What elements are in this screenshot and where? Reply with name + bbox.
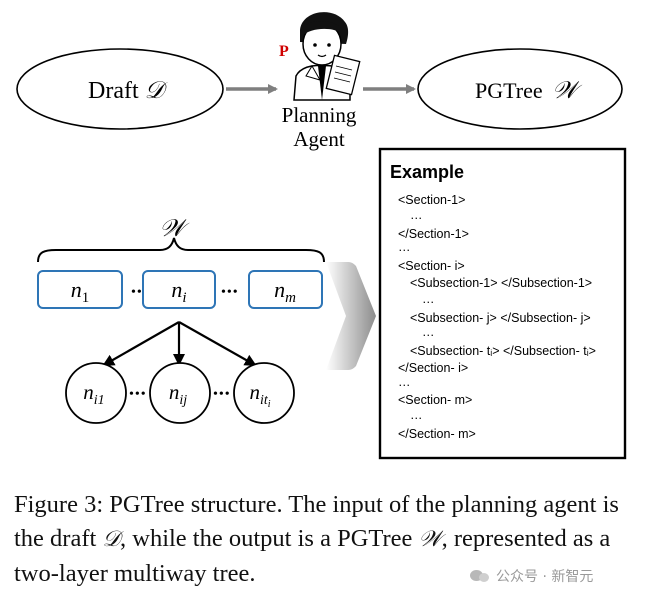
level1-node-i: ni	[142, 270, 216, 309]
example-line: <Subsection- tᵢ> </Subsection- tᵢ>	[410, 344, 596, 358]
example-title: Example	[390, 162, 464, 182]
figure-caption: Figure 3: PGTree structure. The input of…	[14, 491, 619, 587]
example-line: </Section-1>	[398, 227, 469, 241]
svg-text:ni1: ni1	[83, 380, 104, 408]
draft-label: Draft 𝒟	[88, 78, 169, 104]
example-line: <Subsection- j> </Subsection- j>	[410, 311, 591, 325]
agent-badge: P	[279, 43, 289, 60]
svg-text:niti: niti	[249, 380, 270, 410]
planning-agent-icon: P	[279, 12, 361, 101]
example-line: <Section- m>	[398, 393, 472, 407]
svg-text:nij: nij	[169, 380, 187, 408]
example-line: <Subsection-1> </Subsection-1>	[410, 276, 592, 290]
level1-node-m: nm	[248, 270, 323, 309]
watermark: 公众号 · 新智元	[470, 566, 593, 586]
edge-ni-niti	[178, 321, 257, 366]
svg-text:nm: nm	[274, 277, 296, 306]
level1-node-1: n1	[37, 270, 123, 309]
example-line: …	[398, 375, 411, 389]
example-line: …	[410, 208, 423, 222]
example-line: </Section- m>	[398, 427, 476, 441]
svg-text:ni: ni	[171, 277, 186, 306]
example-lines: <Section-1>…</Section-1>…<Section- i><Su…	[398, 193, 596, 441]
level2-node-ij: nij	[149, 362, 211, 424]
example-line: <Section-1>	[398, 193, 465, 207]
level2-dots-right: •••	[213, 387, 231, 402]
pgtree-label: PGTree 𝒲	[475, 78, 583, 104]
svg-text:n1: n1	[71, 277, 90, 306]
example-line: …	[422, 325, 435, 339]
level1-dots-right: •••	[221, 285, 239, 300]
agent-label-line2: Agent	[293, 127, 344, 151]
brace	[37, 237, 325, 263]
level2-dots-left: •••	[129, 387, 147, 402]
level2-node-iti: niti	[233, 362, 295, 424]
pgtree-ellipse	[417, 48, 623, 130]
edge-ni-ni1	[102, 321, 180, 366]
example-line: <Section- i>	[398, 259, 465, 273]
example-line: …	[410, 408, 423, 422]
example-box	[378, 147, 627, 460]
big-gradient-arrow	[326, 262, 376, 370]
wechat-icon	[470, 569, 490, 583]
example-line: </Section- i>	[398, 361, 468, 375]
level2-node-i1: ni1	[65, 362, 127, 424]
agent-label-line1: Planning	[282, 103, 357, 127]
example-line: …	[422, 292, 435, 306]
watermark-text: 公众号 · 新智元	[496, 569, 594, 585]
example-line: …	[398, 240, 411, 254]
draft-ellipse	[16, 48, 224, 130]
